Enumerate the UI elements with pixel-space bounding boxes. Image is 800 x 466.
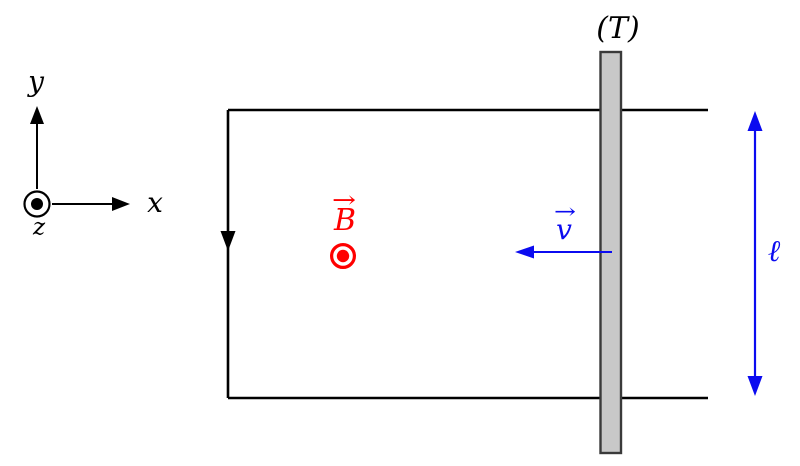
velocity-arrow bbox=[515, 245, 612, 259]
b-field-dot bbox=[336, 249, 350, 263]
velocity-label: v bbox=[556, 213, 572, 246]
z-axis-dot-icon bbox=[31, 198, 43, 210]
length-label: ℓ bbox=[767, 234, 781, 269]
x-axis-arrowhead-icon bbox=[112, 197, 130, 211]
x-axis-label: x bbox=[147, 186, 163, 219]
z-axis-label: z bbox=[32, 214, 46, 241]
b-field-circle bbox=[330, 243, 357, 270]
b-field-label: B bbox=[333, 203, 357, 238]
y-axis-label: y bbox=[28, 65, 44, 98]
length-arrowhead-bottom-icon bbox=[747, 376, 763, 396]
length-double-arrow bbox=[747, 111, 763, 396]
current-direction-arrowhead-icon bbox=[220, 231, 236, 251]
circuit-rails bbox=[220, 108, 708, 400]
coordinate-axes bbox=[23, 106, 130, 218]
y-axis-arrowhead-icon bbox=[30, 106, 44, 124]
length-arrowhead-top-icon bbox=[747, 111, 763, 131]
b-vector-hat-icon: → bbox=[331, 187, 357, 214]
b-field-out-of-page-icon bbox=[330, 243, 357, 270]
v-vector-hat-icon: → bbox=[553, 199, 577, 224]
velocity-arrowhead-icon bbox=[515, 245, 534, 259]
rod-label: (T) bbox=[596, 11, 640, 46]
